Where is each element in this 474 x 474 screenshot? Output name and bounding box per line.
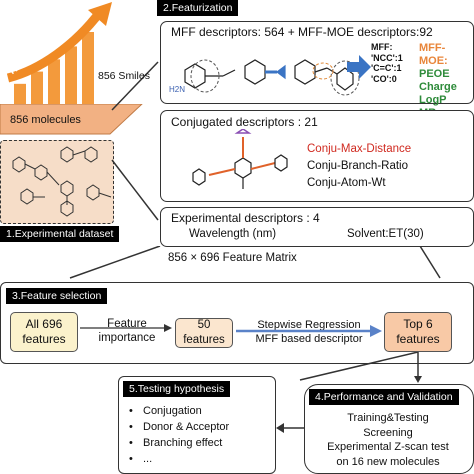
growth-bar [14,83,26,104]
arrow-to-top-features [236,325,382,337]
mff-fragment-list: MFF: 'NCC':1 'C=C':1 'CO':0 [371,42,403,84]
svg-text:H2N: H2N [169,85,185,94]
mff-descriptor-header: MFF descriptors: 564 + MFF-MOE descripto… [171,25,433,39]
mff-fragment-co: 'CO':0 [371,73,397,84]
stage-all-features-line2: features [22,332,66,346]
stage-top-6-line1: Top 6 [403,317,433,331]
smiles-count: 856 Smiles [98,70,150,82]
bar-group [14,32,94,104]
moe-peoe-charge: PEOE Charge [419,68,457,93]
feature-selection-tag: 3.Feature selection [6,288,108,304]
feature-importance-line1: Feature [107,318,147,330]
stage-50-features-label: 50 features [183,319,225,346]
mff-descriptor-box: MFF descriptors: 564 + MFF-MOE descripto… [160,21,474,119]
moe-header: MFF-MOE: [419,42,448,67]
dataset-funnel [0,104,143,135]
molecule-sketches [12,146,112,217]
conjugated-descriptor-box: Conjugated descriptors : 21 Conju-Max-Di… [160,110,474,202]
conju-max-distance: Conju-Max-Distance [307,143,412,155]
performance-connectors [299,352,422,383]
mff-fragment-label: MFF: [371,42,393,52]
matrix-connectors [69,246,441,279]
experimental-descriptor-box: Experimental descriptors : 4 Wavelength … [160,207,474,247]
growth-bar [48,59,60,104]
hypothesis-conjugation: Conjugation [129,403,229,419]
testing-hypothesis-list: Conjugation Donor & Acceptor Branching e… [129,403,229,467]
hypothesis-more: ... [129,451,229,467]
conjugated-molecule-drawing [192,129,288,189]
moe-descriptor-list: MFF-MOE: PEOE Charge LogP MR [419,42,473,120]
training-testing: Training&Testing [347,412,429,424]
growth-bar [31,71,43,104]
stage-top-6-line2: features [396,332,440,346]
featurization-tag: 2.Featurization [157,0,239,16]
stepwise-regression-label: Stepwise Regression MFF based descriptor [244,318,374,346]
stepwise-regression-line1: Stepwise Regression [257,319,361,331]
dataset-connectors [111,61,159,221]
trend-arrowhead [88,2,112,26]
conju-branch-ratio: Conju-Branch-Ratio [307,160,408,172]
conjugated-descriptor-list: Conju-Max-Distance Conju-Branch-Ratio Co… [307,141,411,192]
zscan-molecules: on 16 new molecules [336,455,440,468]
mff-molecule-drawing: H2N [169,59,360,96]
hypothesis-donor-acceptor: Donor & Acceptor [129,419,229,435]
molecules-image [0,140,114,224]
screening: Screening [363,426,413,439]
zscan-test: Experimental Z-scan test [327,441,449,453]
mff-fragment-ncc: 'NCC':1 [371,52,403,63]
arrow-to-50-features [80,324,172,332]
performance-validation-box: 4.Performance and Validation Training&Te… [304,384,474,474]
moe-logp: LogP [419,94,447,106]
dataset-tag: 1.Experimental dataset [0,226,120,242]
stepwise-regression-line2: MFF based descriptor [255,333,363,345]
stage-all-features-line1: All 696 [25,317,63,331]
experimental-descriptor-header: Experimental descriptors : 4 [171,211,320,225]
feature-matrix-label: 856 × 696 Feature Matrix [168,252,297,264]
conjugated-descriptor-header: Conjugated descriptors : 21 [171,115,318,129]
feature-importance-line2: importance [98,332,156,344]
wavelength-descriptor: Wavelength (nm) [189,228,277,240]
trend-arrow [6,9,104,83]
mff-arrow [347,55,371,79]
growth-bar-chart [6,2,112,104]
feature-importance-label: Feature importance [94,317,160,345]
validation-to-hypothesis-arrow [276,423,306,433]
conju-atom-wt: Conju-Atom-Wt [307,177,386,189]
hypothesis-branching: Branching effect [129,435,229,451]
testing-hypothesis-box: 5.Testing hypothesis Conjugation Donor &… [118,376,276,474]
molecules-count: 856 molecules [10,114,81,126]
growth-bar [82,32,94,104]
performance-validation-tag: 4.Performance and Validation [309,389,459,405]
performance-validation-list: Training&Testing Screening Experimental … [305,411,471,469]
solvent-descriptor: Solvent:ET(30) [347,228,424,240]
mff-fragment-cc: 'C=C':1 [371,63,402,73]
testing-hypothesis-tag: 5.Testing hypothesis [123,381,231,397]
stage-50-features: 50 features [175,318,233,348]
growth-bar [65,46,77,104]
